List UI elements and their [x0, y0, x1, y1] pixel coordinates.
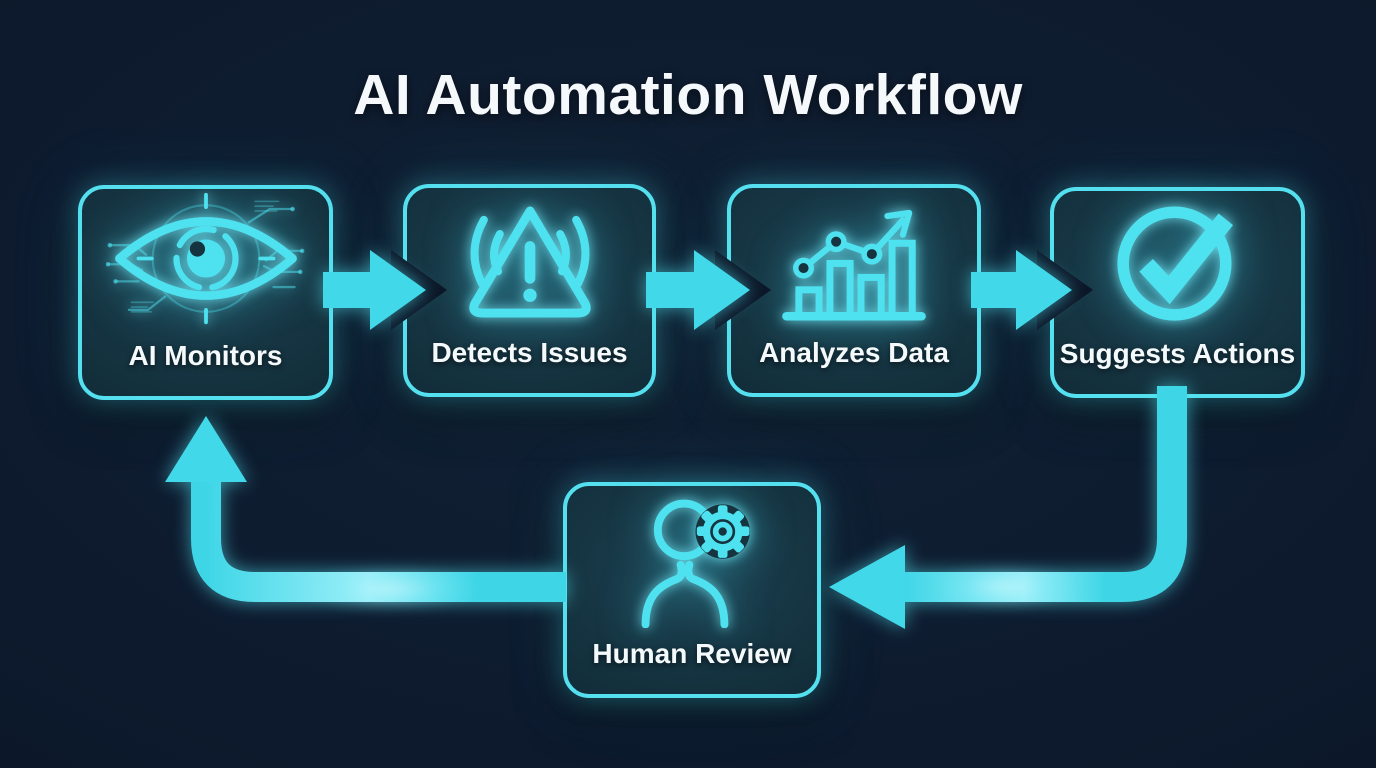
glow-bloom	[930, 566, 1080, 608]
node-detects-issues: Detects Issues	[403, 184, 656, 397]
node-label: Analyzes Data	[759, 337, 949, 368]
node-label: Detects Issues	[431, 337, 628, 368]
check-circle-icon	[1054, 191, 1301, 329]
alert-triangle-icon	[407, 188, 652, 327]
node-ai-monitors: AI Monitors	[78, 185, 333, 400]
node-human-review: Human Review	[563, 482, 821, 698]
arrow-human-to-monitors	[165, 416, 566, 602]
eye-icon	[82, 189, 329, 330]
person-gear-icon	[567, 486, 817, 628]
glow-bloom	[300, 568, 480, 610]
node-suggests-actions: Suggests Actions	[1050, 187, 1305, 398]
node-analyzes-data: Analyzes Data	[727, 184, 981, 397]
node-label: Human Review	[592, 638, 792, 669]
bar-chart-trend-icon	[731, 188, 977, 327]
node-label: Suggests Actions	[1059, 338, 1296, 369]
page-title: AI Automation Workflow	[353, 63, 1023, 127]
node-label: AI Monitors	[128, 340, 283, 371]
